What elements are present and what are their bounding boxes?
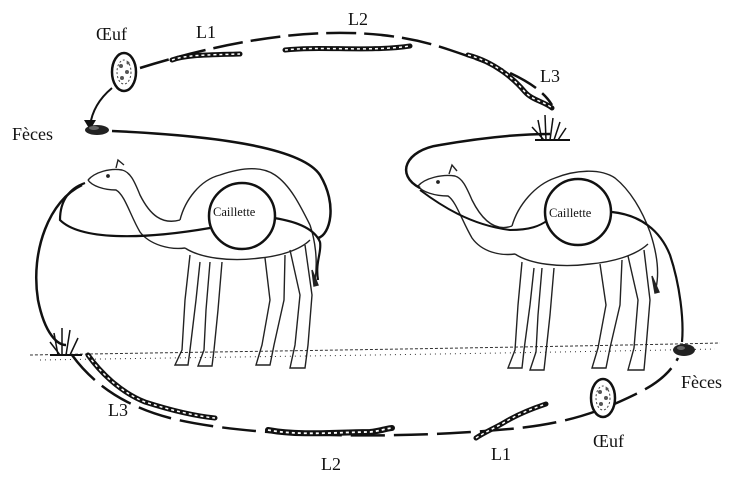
- label-l1-top: L1: [196, 22, 216, 42]
- ground-line: [30, 343, 720, 360]
- egg-top: [112, 53, 136, 91]
- label-l1-bottom: L1: [491, 444, 511, 464]
- label-abomasum-left: Caillette: [213, 205, 256, 219]
- label-egg-top: Œuf: [96, 24, 127, 44]
- grass-top-right: [532, 115, 570, 140]
- left-ingestion-loop: [36, 185, 82, 345]
- top-cycle-arc: [140, 33, 552, 105]
- bottom-cycle-arc: [72, 355, 678, 435]
- label-feces-top: Fèces: [12, 124, 53, 144]
- left-camel-gut: [60, 183, 210, 236]
- larva-l1-top: [172, 54, 240, 60]
- larva-l1-bottom: [476, 404, 546, 438]
- feces-top-left: [85, 125, 109, 135]
- label-l3-bottom: L3: [108, 400, 128, 420]
- label-l2-top: L2: [348, 9, 368, 29]
- feces-bottom-right: [673, 344, 695, 356]
- left-camel: [88, 160, 318, 368]
- right-camel: [418, 165, 659, 370]
- egg-bottom: [591, 379, 615, 417]
- label-egg-bottom: Œuf: [593, 431, 624, 451]
- label-feces-bottom: Fèces: [681, 372, 722, 392]
- label-abomasum-right: Caillette: [549, 206, 592, 220]
- label-l3-top: L3: [540, 66, 560, 86]
- label-l2-bottom: L2: [321, 454, 341, 474]
- grass-bottom-left: [50, 328, 82, 355]
